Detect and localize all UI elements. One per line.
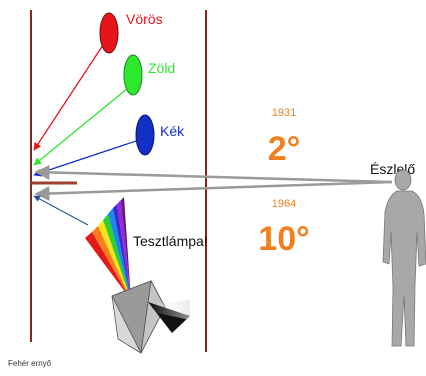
test-lamp-spectrum	[85, 197, 131, 300]
blue-light-label: Kék	[160, 123, 185, 139]
year-1931: 1931	[272, 107, 296, 119]
sight-line-lower	[34, 180, 393, 202]
prism-icon	[111, 279, 166, 355]
white-screen-caption: Fehér ernyő	[8, 359, 52, 368]
sight-lines	[34, 164, 393, 202]
field-of-view-1931: 1931 2°	[268, 107, 301, 168]
green-lamp-icon	[123, 54, 143, 96]
incoming-white-beam	[150, 300, 190, 320]
red-light-ray	[33, 41, 106, 151]
blue-light-source: Kék	[33, 114, 185, 177]
field-of-view-1964: 1964 10°	[258, 198, 309, 258]
green-light-label: Zöld	[148, 60, 175, 76]
blue-lamp-icon	[135, 114, 155, 156]
green-light-source: Zöld	[33, 54, 175, 166]
blue-light-ray	[33, 139, 140, 177]
angle-2-degree: 2°	[268, 130, 301, 168]
test-lamp-label: Tesztlámpa!	[133, 233, 208, 249]
observer-silhouette-icon	[382, 169, 426, 347]
red-light-label: Vörös	[126, 11, 163, 27]
red-lamp-icon	[99, 12, 119, 54]
red-light-source: Vörös	[33, 11, 163, 151]
angle-10-degree: 10°	[258, 220, 309, 258]
sight-line-upper	[34, 164, 393, 184]
test-lamp-ray	[33, 195, 89, 226]
year-1964: 1964	[272, 198, 296, 210]
green-light-ray	[33, 87, 129, 166]
